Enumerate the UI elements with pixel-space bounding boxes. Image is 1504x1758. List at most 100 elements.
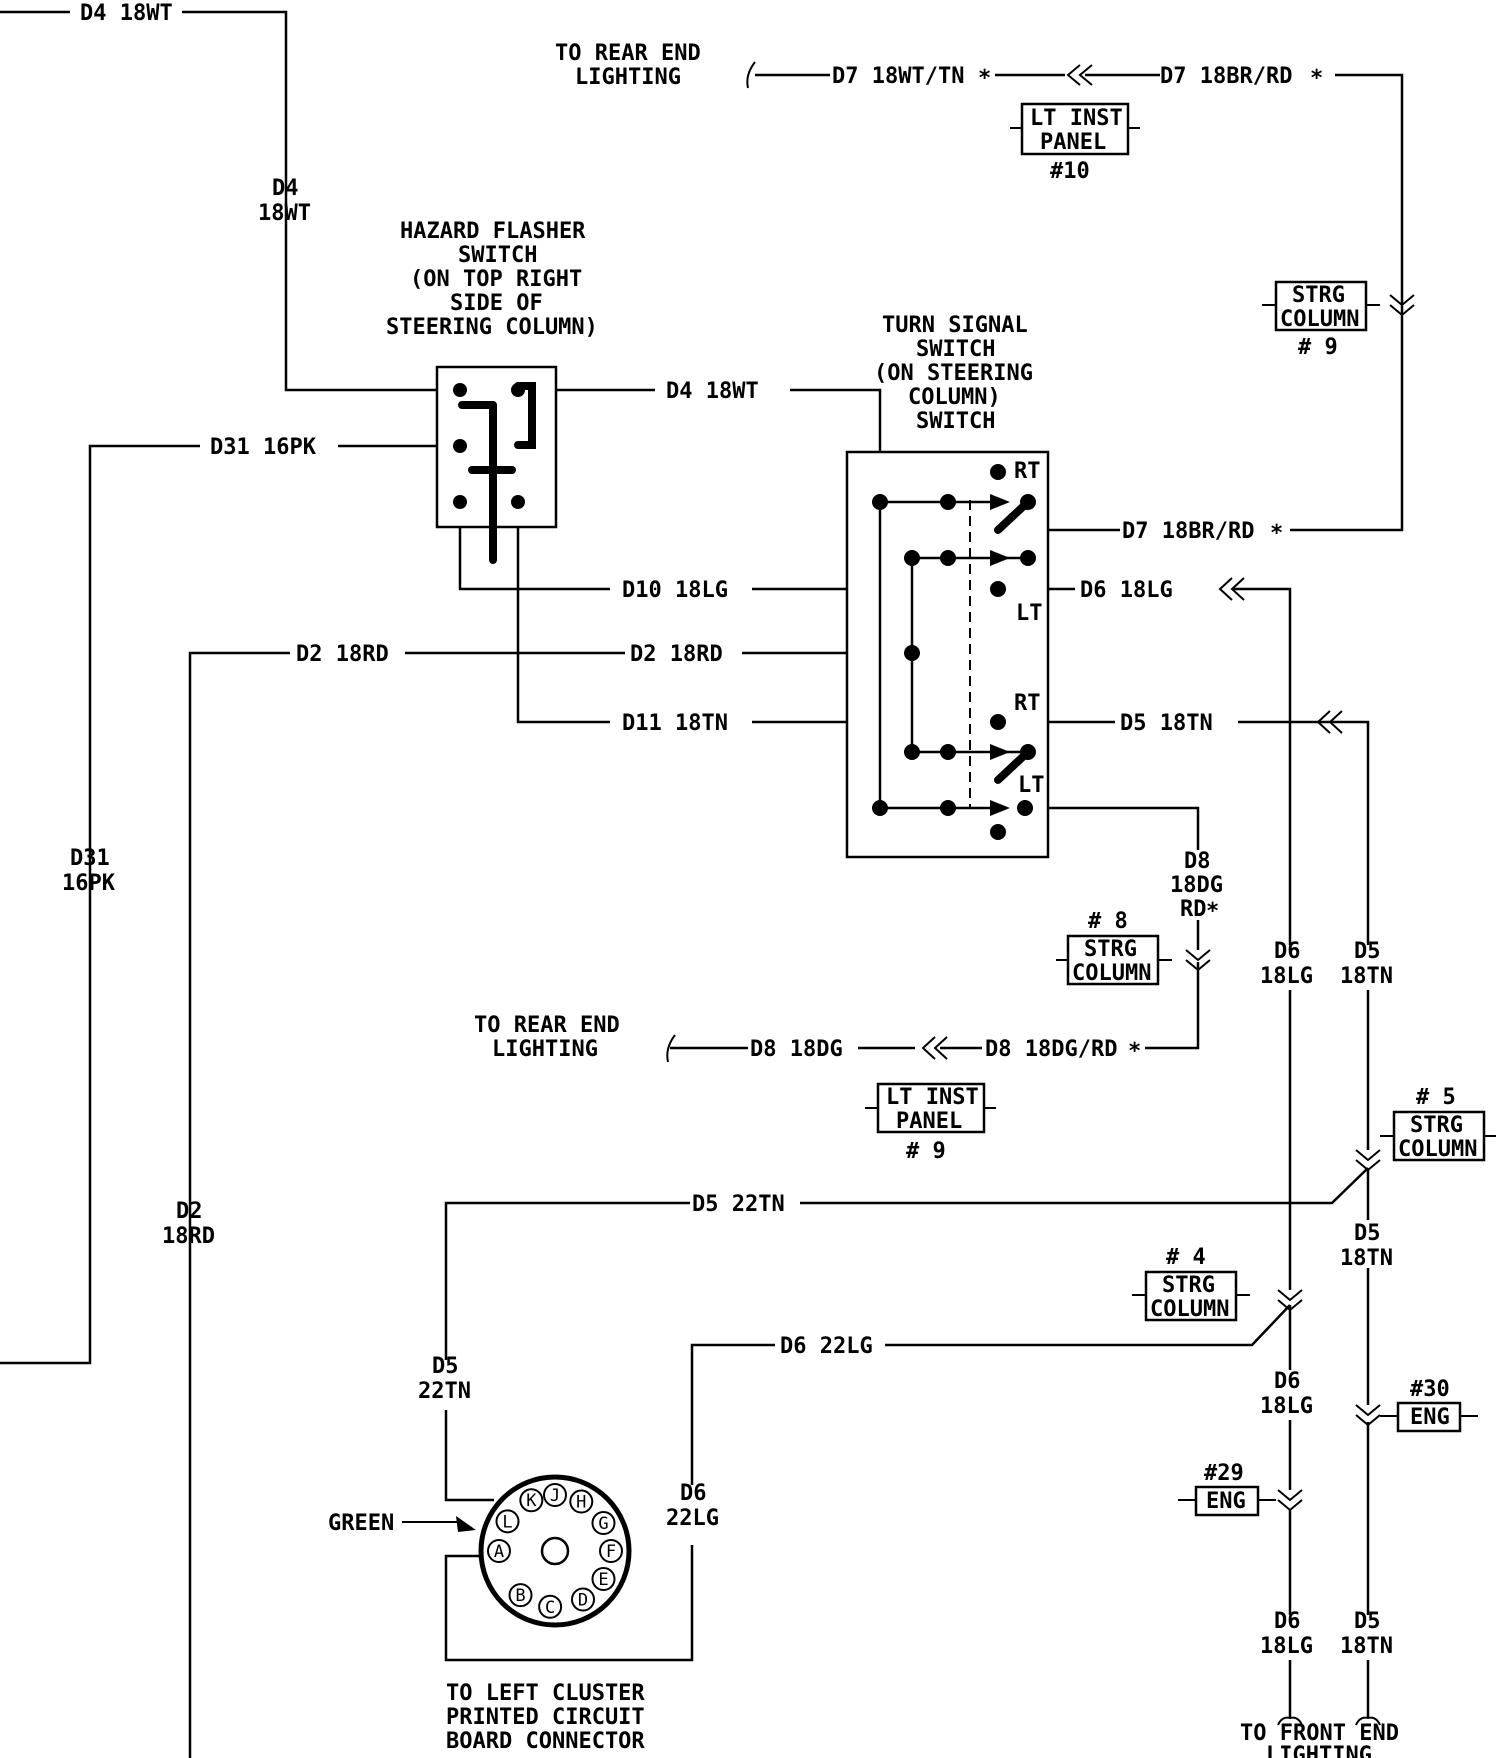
cluster-pin-label-l: L (502, 1512, 512, 1532)
turn-lt-label-bottom: LT (1018, 773, 1045, 798)
turn-arrow-4 (990, 800, 1010, 816)
turn-pin-rt-top (990, 464, 1006, 480)
strg-column-4-box (1144, 1270, 1238, 1322)
turn-pin-m (872, 800, 888, 816)
strg-4-l1: STRG (1162, 1273, 1215, 1298)
hazard-pin-4 (511, 495, 525, 509)
turn-lt-label-top: LT (1016, 601, 1043, 626)
label-d7-mid-star: * (1270, 521, 1283, 546)
turn-arrow-1 (990, 494, 1010, 510)
connector-symbols (666, 61, 1415, 1726)
cluster-pin-b (508, 1583, 533, 1608)
label-d6-22-v2: 22LG (666, 1506, 719, 1531)
term-d6-front (1277, 1716, 1303, 1726)
cluster-pin-a (487, 1539, 511, 1563)
chevron-strg-4 (1277, 1289, 1303, 1312)
strg-5-num: # 5 (1416, 1085, 1456, 1110)
label-d8-left: D8 18DG (750, 1037, 843, 1062)
eng-29-l1: ENG (1206, 1489, 1246, 1514)
turn-label-2: SWITCH (916, 337, 995, 362)
turn-signal-switch: RT LT RT LT (845, 450, 1050, 859)
hazard-pin-5 (511, 383, 525, 397)
eng-30-box (1396, 1401, 1462, 1433)
front-1: TO FRONT END (1240, 1721, 1399, 1746)
turn-pin-n (940, 800, 956, 816)
turn-label-4: COLUMN) (908, 385, 1001, 410)
hazard-label-5: STEERING COLUMN) (386, 315, 598, 340)
hazard-pin-3 (453, 495, 467, 509)
label-d31-h: D31 16PK (210, 435, 317, 460)
cluster-pin-f (599, 1539, 623, 1563)
cluster-pin-c (538, 1594, 563, 1619)
label-d7-top-right: D7 18BR/RD (1160, 64, 1292, 89)
turn-rt-label-bottom: RT (1014, 691, 1041, 716)
lt-inst-10-num: #10 (1050, 159, 1090, 184)
cluster-pin-label-j: J (550, 1486, 560, 1506)
chevron-strg-8 (1185, 949, 1211, 972)
strg-column-5-box (1392, 1110, 1486, 1162)
wire-d5-vert (1320, 720, 1370, 1718)
cluster-pin-label-a: A (494, 1542, 504, 1562)
chevron-eng-29 (1277, 1489, 1303, 1512)
cluster-pin-g (591, 1511, 616, 1535)
strg-9-l1: STRG (1292, 283, 1345, 308)
turn-pin-g (990, 581, 1006, 597)
cluster-connector-key (540, 1536, 570, 1566)
lt-inst-panel-10-box (1020, 102, 1130, 156)
label-d6-lower-v1: D6 (1274, 1369, 1301, 1394)
wire-d5-22 (444, 1167, 1369, 1502)
label-d5-lower-v2: 18TN (1340, 1246, 1393, 1271)
cluster-pin-label-e: E (598, 1570, 608, 1590)
turn-pin-c (1020, 494, 1036, 510)
turn-pin-b (940, 494, 956, 510)
chevron-strg-9 (1389, 294, 1415, 317)
label-d7-mid: D7 18BR/RD (1122, 519, 1254, 544)
label-d6-mid: D6 18LG (1080, 578, 1173, 603)
label-d8-v2: 18DG (1170, 873, 1223, 898)
label-d5-bottom-v2: 18TN (1340, 1634, 1393, 1659)
wire-d31 (0, 444, 460, 1365)
cluster-pin-label-f: F (606, 1542, 616, 1562)
label-d5-v2: 18TN (1340, 964, 1393, 989)
turn-pin-j (904, 744, 920, 760)
strg-9-num: # 9 (1298, 335, 1338, 360)
turn-pin-l (1020, 744, 1036, 760)
eng-29-num: #29 (1204, 1461, 1244, 1486)
strg-column-8-box (1066, 934, 1160, 986)
eng-30-num: #30 (1410, 1377, 1450, 1402)
rear-mid-2: LIGHTING (492, 1037, 598, 1062)
chevron-eng-30 (1355, 1404, 1381, 1427)
wire-d6-22 (444, 1304, 1291, 1662)
turn-pin-k (940, 744, 956, 760)
turn-arrow-3 (990, 744, 1010, 760)
hazard-label-3: (ON TOP RIGHT (410, 267, 582, 292)
rear-top-2: LIGHTING (575, 65, 681, 90)
label-d6-v1: D6 (1274, 939, 1301, 964)
wire-d4-mid (535, 388, 882, 502)
cluster-pin-label-k: K (526, 1491, 537, 1511)
cluster-pin-k (519, 1488, 544, 1513)
label-d31-v1: D31 (70, 846, 110, 871)
rear-mid-1: TO REAR END (474, 1013, 620, 1038)
lt-inst-9-l1: LT INST (886, 1085, 979, 1110)
label-d5-22-h: D5 22TN (692, 1192, 785, 1217)
turn-pin-i (990, 714, 1006, 730)
label-d2-v2: 18RD (162, 1224, 215, 1249)
wire-labels: D4 18WT D4 18WT D4 18WT D31 16PK D31 16P… (62, 1, 1393, 1659)
strg-4-num: # 4 (1166, 1245, 1206, 1270)
label-d5-mid: D5 18TN (1120, 711, 1213, 736)
strg-5-l1: STRG (1410, 1113, 1463, 1138)
hazard-pin-2 (453, 439, 467, 453)
chevron-d6-mid (1218, 577, 1245, 601)
break-rear-mid (666, 1034, 676, 1063)
cluster-pin-label-h: H (576, 1493, 586, 1513)
strg-5-l2: COLUMN (1398, 1137, 1477, 1162)
strg-8-l1: STRG (1084, 937, 1137, 962)
label-d6-lower-v2: 18LG (1260, 1394, 1313, 1419)
wire-d8-down (1145, 920, 1200, 1050)
hazard-pin-1 (453, 383, 467, 397)
lt-inst-panel-9-box (876, 1082, 986, 1134)
turn-label-1: TURN SIGNAL (882, 313, 1028, 338)
label-d5-22-v1: D5 (432, 1354, 459, 1379)
